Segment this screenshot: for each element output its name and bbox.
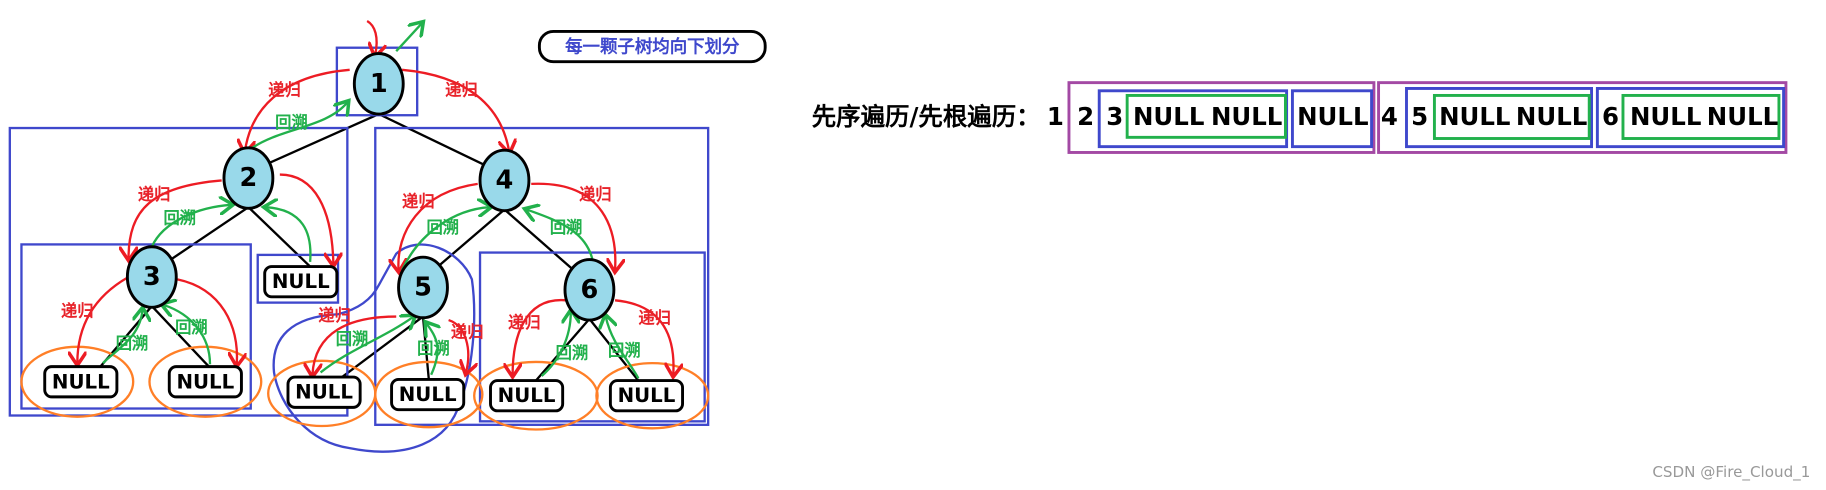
svg-text:2: 2 [240,163,258,193]
sequence-item: 2 [1077,102,1094,131]
sequence-item: 3 [1106,102,1123,131]
traversal-title: 先序遍历/先根遍历： [812,102,1041,131]
null-leaf: NULL [43,365,119,399]
sequence-item: NULL [1707,102,1778,131]
recursion-label: 递归 [318,306,351,325]
backtrack-arrows [102,23,640,379]
tree-node-5: 5 [397,255,449,320]
svg-text:5: 5 [414,272,432,302]
sequence-item: NULL [1516,102,1587,131]
svg-text:6: 6 [581,275,599,305]
tree-node-3: 3 [125,245,178,309]
note-text: 每一颗子树均向下划分 [565,37,740,58]
subtree-box-2 [8,126,349,417]
null-leaf: NULL [390,377,466,412]
backtrack-label: 回溯 [175,318,208,337]
null-leaf: NULL [167,365,243,399]
tree-node-4: 4 [478,148,531,213]
tree-node-6: 6 [563,258,616,322]
subtree-box-3 [20,243,252,410]
backtrack-label: 回溯 [608,341,641,360]
subtree-outline-5 [272,243,476,453]
recursion-label: 递归 [579,185,612,204]
tree-node-1: 1 [352,52,405,116]
traversal-sequence: 先序遍历/先根遍历： 1 2 3 NULL NULL NULL 4 5 NULL… [812,81,1788,154]
null-leaf: NULL [608,379,685,413]
recursion-label: 递归 [638,309,671,328]
svg-text:4: 4 [496,165,514,195]
null-leaf: NULL [489,379,565,413]
svg-text:3: 3 [143,262,161,292]
backtrack-label: 回溯 [556,343,589,362]
sequence-item: NULL [1211,102,1282,131]
backtrack-label: 回溯 [550,218,583,237]
sequence-item: NULL [1133,102,1204,131]
sequence-item: NULL [1297,102,1368,131]
svg-text:1: 1 [370,69,388,99]
tree-nodes: 1 2 3 4 5 6 [125,52,616,322]
recursion-label: 递归 [268,80,301,99]
sequence-item: 1 [1047,102,1064,131]
backtrack-label: 回溯 [336,330,369,349]
svg-text:NULL: NULL [52,370,110,393]
recursion-label: 递归 [402,192,435,211]
null-leaves: NULL NULL NULL NULL NULL NULL NULL [43,265,685,413]
svg-text:NULL: NULL [176,370,234,393]
null-leaf: NULL [286,375,362,409]
recursion-label: 递归 [508,313,541,332]
backtrack-label: 回溯 [275,113,308,132]
sequence-item: 6 [1602,102,1619,131]
backtrack-label: 回溯 [417,339,450,358]
sequence-item: NULL [1630,102,1701,131]
null-leaf: NULL [263,265,339,299]
tree-edges [98,112,640,382]
recursion-label: 递归 [138,185,171,204]
tree-node-2: 2 [222,146,275,210]
recursion-arrows [77,19,673,375]
backtrack-label: 回溯 [116,334,149,353]
recursion-label: 递归 [451,323,484,342]
recursion-labels: 递归 递归 递归 递归 递归 递归 递归 递归 递归 递归 [61,80,671,341]
svg-text:NULL: NULL [272,270,330,293]
svg-text:NULL: NULL [498,384,556,407]
backtrack-label: 回溯 [426,218,459,237]
backtrack-label: 回溯 [163,208,196,227]
subtree-box-4 [374,126,710,426]
null-leaf-circles [20,345,710,431]
note-callout: 每一颗子树均向下划分 [537,29,767,64]
watermark: CSDN @Fire_Cloud_1 [1652,463,1810,482]
subtree-boxes [8,46,710,453]
svg-text:NULL: NULL [295,381,353,404]
svg-text:NULL: NULL [399,383,457,406]
sequence-item: NULL [1439,102,1510,131]
backtrack-labels: 回溯 回溯 回溯 回溯 回溯 回溯 回溯 回溯 回溯 回溯 [116,113,641,362]
subtree-box-6 [478,251,706,423]
recursion-label: 递归 [61,302,94,321]
svg-text:NULL: NULL [618,384,676,407]
sequence-item: 4 [1381,102,1398,131]
recursion-label: 递归 [445,80,478,99]
sequence-item: 5 [1411,102,1428,131]
